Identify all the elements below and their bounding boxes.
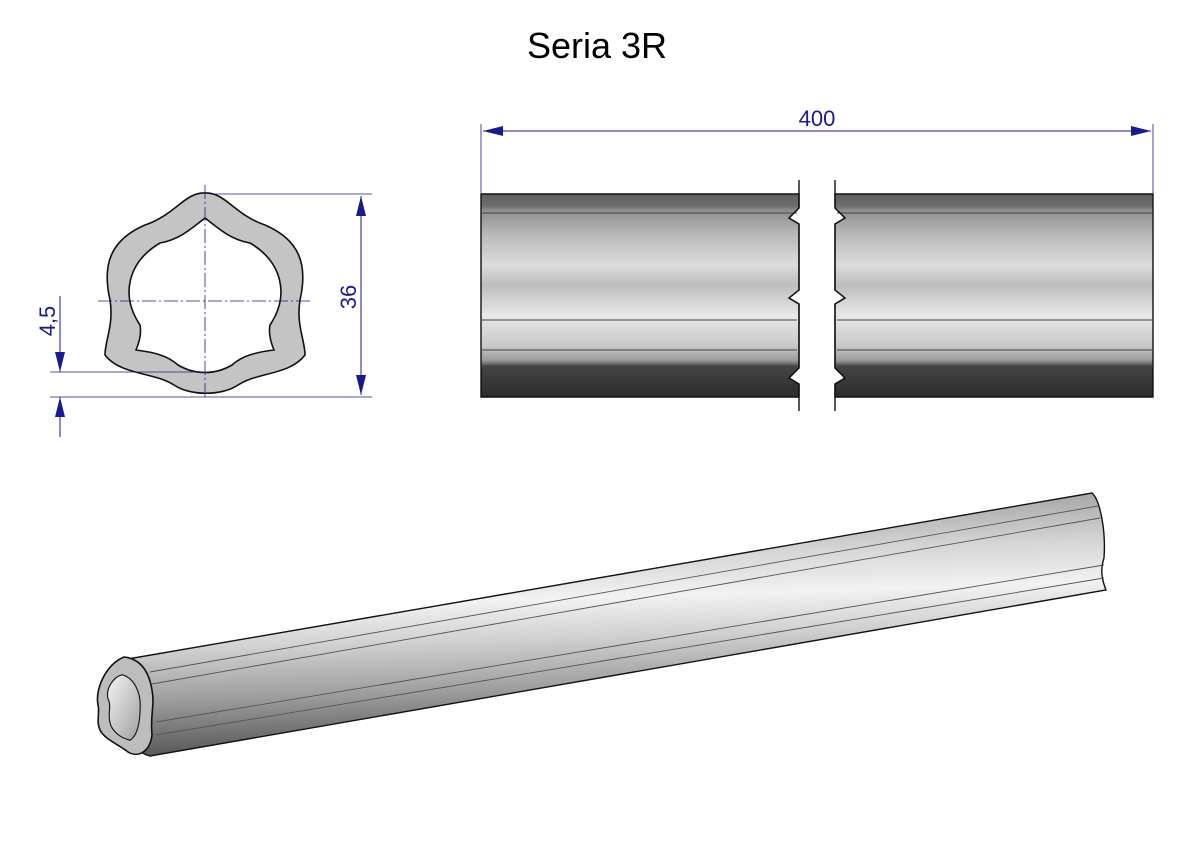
arrow-icon bbox=[356, 196, 366, 216]
arrow-icon bbox=[55, 352, 65, 372]
arrow-icon bbox=[1131, 126, 1151, 136]
tube-segment-left bbox=[480, 193, 800, 398]
break-line-right bbox=[834, 180, 847, 411]
drawing-title: Seria 3R bbox=[527, 25, 667, 66]
tube-inner-bore bbox=[107, 674, 141, 741]
dimension-label-height: 36 bbox=[336, 285, 361, 309]
dimension-label-wall-thickness: 4,5 bbox=[35, 306, 60, 337]
dimension-label-length: 400 bbox=[799, 106, 836, 131]
arrow-icon bbox=[356, 375, 366, 395]
break-line-left bbox=[787, 180, 800, 411]
side-view: 400 bbox=[480, 106, 1154, 411]
arrow-icon bbox=[55, 397, 65, 417]
tube-segment-right bbox=[834, 193, 1154, 398]
cross-section-view: 36 4,5 bbox=[35, 185, 372, 437]
isometric-view bbox=[96, 492, 1107, 757]
arrow-icon bbox=[483, 126, 503, 136]
